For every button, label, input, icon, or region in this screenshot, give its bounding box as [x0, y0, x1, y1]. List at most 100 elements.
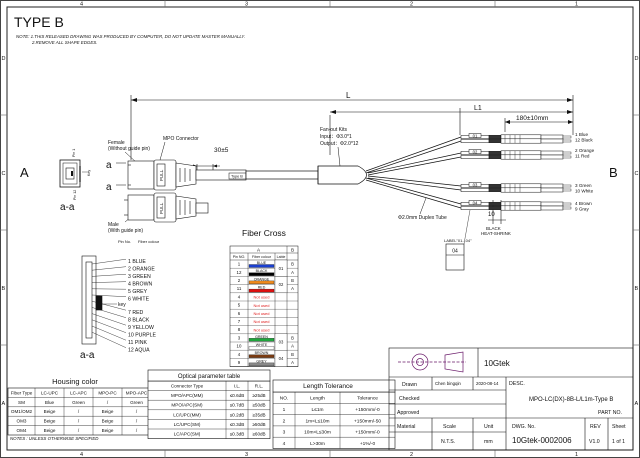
- pull-tab-label: PULL: [159, 202, 164, 214]
- table-cell: 8: [238, 327, 241, 332]
- pin-label: 10 PURPLE: [128, 333, 157, 339]
- border-number: 1: [575, 2, 578, 8]
- border-letter: D: [2, 56, 6, 62]
- pin-label: 12 AQUA: [128, 348, 150, 354]
- table-cell: Not used: [253, 319, 269, 324]
- projection-symbol: [398, 351, 466, 373]
- pin-label: 11 PINK: [128, 340, 147, 346]
- pin-label: 9 YELLOW: [128, 325, 154, 331]
- table-cell: Length: [310, 396, 325, 402]
- female-label-sub: (Without guide pin): [108, 146, 150, 152]
- table-cell: Beige: [44, 409, 56, 414]
- tb-rev-label: REV: [590, 424, 601, 430]
- table-cell: 2: [238, 278, 241, 283]
- fiber-color-swatch: [248, 338, 275, 342]
- fiber-color-swatch: [248, 264, 275, 268]
- table-cell: 2: [283, 418, 286, 424]
- title-block: [388, 347, 634, 451]
- fanout-input: Input：Φ3.0*1: [320, 134, 352, 140]
- note-line-1: NOTE: 1.THIS RELEASED DRAWING WAS PRODUC…: [16, 34, 245, 39]
- table-cell: OM3: [17, 419, 27, 424]
- border-number: 1: [575, 452, 578, 458]
- table-cell: Not used: [253, 303, 269, 308]
- table-cell: Beige: [102, 428, 114, 433]
- pin-label: 2 ORANGE: [128, 267, 155, 273]
- table-cell: RED: [258, 286, 266, 290]
- tb-desc: MPO-LC(DX)-8B-L/L1m-Type B: [529, 397, 613, 403]
- pin-label: 5 GREY: [128, 289, 148, 295]
- table-cell: ≤0.7dB: [230, 403, 245, 408]
- mpo-connector-label: MPO Connector: [163, 136, 199, 142]
- lc-duplex-connectors: [460, 133, 572, 211]
- tb-date: 2020-08-14: [476, 381, 499, 386]
- fiber-color-swatch: [248, 288, 275, 293]
- border-letter: D: [635, 56, 639, 62]
- table-cell: Green: [72, 400, 85, 405]
- female-mpo-connector: [127, 159, 247, 191]
- table-cell: Connector Type: [171, 384, 204, 389]
- table-cell: ≤0.2dB: [230, 412, 245, 417]
- border-letter: C: [635, 171, 639, 177]
- table-cell: Pin NO.: [233, 255, 246, 259]
- table-cell: GREEN: [255, 335, 268, 339]
- housing-color-title: Housing color: [52, 377, 98, 386]
- table-cell: BLACK: [256, 269, 268, 273]
- fiber-cross-title: Fiber Cross: [242, 228, 286, 238]
- table-cell: /: [107, 400, 109, 405]
- tb-drawn-label: Drawn: [402, 382, 417, 388]
- table-cell: LC-APC: [70, 390, 88, 395]
- table-cell: ≤0.3dB: [230, 432, 245, 437]
- table-cell: +150mm/-0: [355, 430, 380, 436]
- border-letter: A: [2, 401, 6, 407]
- trunk-cable: [245, 165, 367, 185]
- border-letter: C: [2, 171, 6, 177]
- table-cell: ≥50dB: [252, 422, 265, 427]
- pinout-section-label: a-a: [80, 350, 95, 361]
- dim-10: 10: [488, 212, 495, 218]
- male-label-sub: (With guide pin): [108, 228, 143, 234]
- section-mark-a: a: [106, 160, 112, 171]
- table-cell: OM4: [17, 428, 27, 433]
- table-cell: 5: [238, 303, 241, 308]
- table-cell: 02: [279, 282, 284, 287]
- fanout-output: Output：Φ2.0*12: [320, 141, 359, 147]
- pin1-label: Pin 1: [72, 149, 76, 157]
- table-cell: /: [136, 419, 138, 424]
- section-mark-a: a: [106, 182, 112, 193]
- table-cell: LC/APC(SM): [174, 432, 201, 437]
- table-cell: A: [291, 286, 294, 291]
- table-cell: Tolerance: [357, 396, 378, 402]
- fiber-label: 9 Gray: [575, 207, 589, 212]
- note-line-2: 2.REMOVE ALL SHAPE EDGES.: [31, 40, 97, 45]
- table-cell: 1m<L≤10m: [305, 418, 329, 424]
- table-cell: B: [291, 247, 294, 252]
- table-cell: /: [78, 409, 80, 414]
- border-number: 4: [80, 2, 83, 8]
- table-cell: Fiber Type: [11, 390, 33, 395]
- table-cell: 04: [279, 356, 284, 361]
- table-cell: /: [78, 419, 80, 424]
- table-cell: 03: [279, 340, 284, 345]
- housing-notes: NOTES : UNLESS OTHERWISE SPECIFIED: [10, 436, 99, 441]
- table-cell: 4: [238, 294, 241, 299]
- tb-approved-label: Approved: [397, 410, 419, 416]
- table-cell: Not used: [253, 327, 269, 332]
- table-cell: /: [136, 428, 138, 433]
- male-mpo-connector: [124, 192, 209, 223]
- table-cell: +150mm/-0: [355, 407, 380, 413]
- pin-label: 1 BLUE: [128, 259, 146, 265]
- optical-table-title: Optical parameter table: [178, 374, 241, 380]
- group-label: 04: [473, 201, 478, 206]
- dim-180: 180±10mm: [516, 115, 548, 122]
- label-box: [445, 243, 465, 271]
- table-cell: MPO-APC: [126, 390, 148, 395]
- border-number: 3: [245, 452, 248, 458]
- table-cell: MPO/APC(SM): [171, 403, 203, 408]
- table-cell: Not used: [253, 295, 269, 300]
- table-cell: 10: [237, 344, 242, 349]
- key-label: Key: [87, 170, 91, 176]
- fiber-color-swatch: [248, 362, 275, 367]
